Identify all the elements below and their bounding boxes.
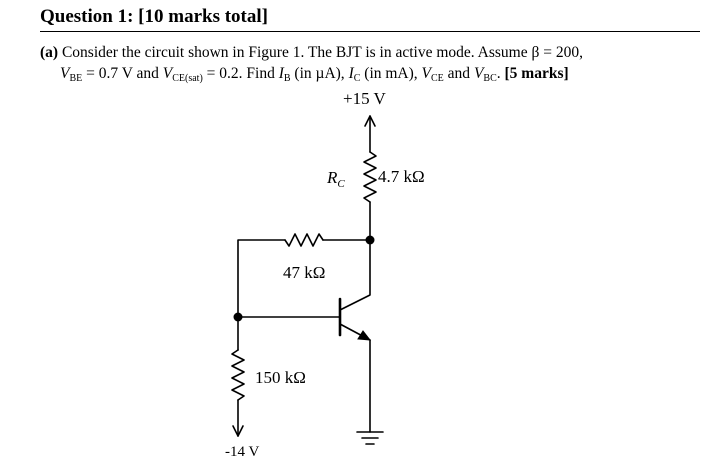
supply-top-arrow-icon [364,115,376,127]
rf-value-label: 47 kΩ [283,263,325,282]
collector-node-dot [365,235,375,245]
rc-symbol: R [326,168,338,187]
supply-bottom-arrow-icon [232,425,244,437]
ground-icon [356,431,384,445]
ic-unit: (in mA), [360,65,422,82]
rb-value-label: 150 kΩ [255,368,306,387]
ib-unit: (in µA), [290,65,349,82]
vce-sat-subscript: CE(sat) [172,73,203,84]
supply-top-label: +15 V [343,89,387,108]
emitter-arrow-icon [357,330,372,341]
base-node-dot [233,312,243,322]
vbc-subscript: BC [483,73,497,84]
transistor-emitter-leg [339,323,371,433]
feedback-resistor [284,233,324,247]
ib-subscript: B [283,73,291,84]
vbe-subscript: BE [69,73,83,84]
rb-resistor [231,349,245,401]
marks-label: [5 marks] [504,65,569,82]
vce-symbol: V [421,65,432,82]
vbe-value: = 0.7 V and [82,65,163,82]
rc-resistor [363,151,377,203]
vce-sat-value: = 0.2. Find [202,65,279,82]
supply-bottom-label: -14 V [225,444,259,460]
ic-subscript: C [353,73,361,84]
transistor-collector-leg [339,239,371,311]
vce-sat-symbol: V [162,65,173,82]
and-text: and [443,65,474,82]
vbe-symbol: V [60,65,70,82]
rc-value-label: 4.7 kΩ [378,167,425,186]
ic-symbol: I [348,65,354,82]
vbc-symbol: V [473,65,484,82]
question-line-1: (a) Consider the circuit shown in Figure… [40,44,583,61]
question-sentence: Consider the circuit shown in Figure 1. … [58,44,583,61]
rc-symbol-label: RC [326,168,345,190]
sentence-end: . [496,65,505,82]
question-line-2: VBE = 0.7 V and VCE(sat) = 0.2. Find IB … [40,63,583,84]
ib-symbol: I [278,65,284,82]
question-title: Question 1: [10 marks total] [40,6,268,27]
vce-subscript: CE [431,73,444,84]
question-text: (a) Consider the circuit shown in Figure… [40,42,583,84]
part-label: (a) [40,44,59,61]
feedback-left-wire [237,239,286,318]
title-underline [40,31,700,32]
rc-subscript: C [337,178,345,190]
